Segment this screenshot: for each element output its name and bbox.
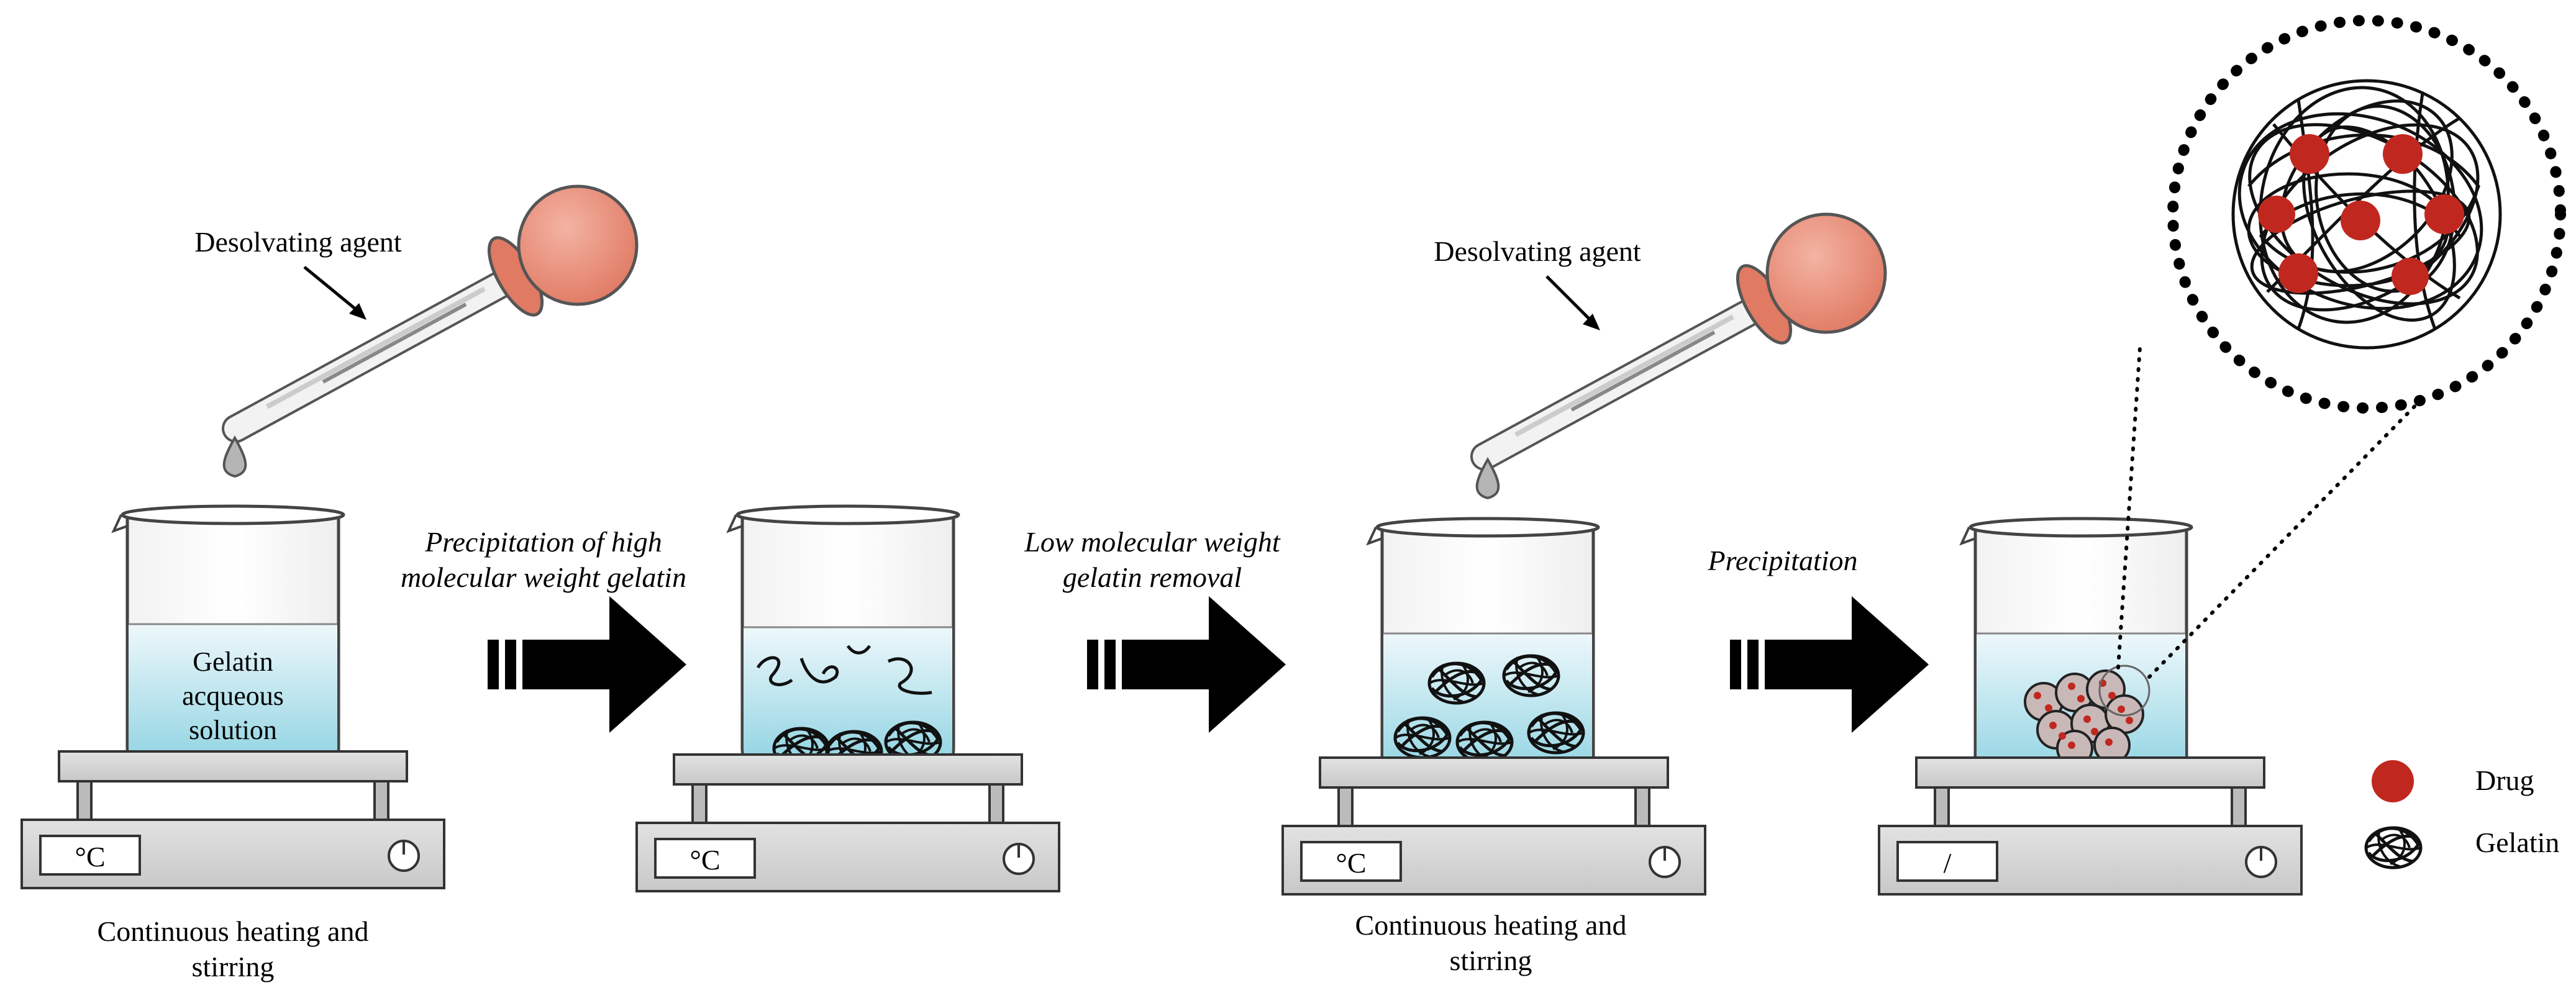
stage-3: Desolvating agent °C Continuous heating … [1281, 214, 1885, 976]
droplet-icon-1 [222, 437, 247, 478]
solution-liquid [129, 624, 337, 766]
zoom-line-left [2116, 346, 2142, 669]
hotplate-4: / [1878, 756, 2303, 896]
stage-1: Desolvating agent Gelatin acqueous solut… [20, 186, 637, 982]
hotplate-3: °C [1281, 756, 1706, 896]
gelatin-strand-1 [756, 656, 793, 686]
process-arrow-icon-3 [1730, 596, 1929, 733]
arrow-2: Low molecular weight gelatin removal [1024, 526, 1286, 733]
beaker-3 [1368, 519, 1598, 779]
arrow-3: Precipitation [1707, 545, 1929, 733]
pointer-arrow-head-2 [1583, 314, 1600, 330]
process-arrow-icon-1 [488, 596, 686, 733]
zoom-line-right [2147, 358, 2462, 679]
drug-dot-icon [2383, 134, 2423, 174]
arrow-1-label-line-1: Precipitation of high [424, 526, 662, 558]
gelatin-coil-icon [2366, 828, 2421, 868]
beaker-4 [1962, 519, 2191, 779]
heating-label-2-line-1: Continuous heating and [1355, 909, 1627, 941]
desolvating-agent-label-1: Desolvating agent [194, 226, 402, 258]
heating-label-1-line-2: stirring [192, 951, 275, 982]
heating-label-2-line-2: stirring [1450, 945, 1532, 976]
hotplate-display-2: °C [690, 844, 720, 876]
magnified-particle-outline [2098, 665, 2150, 717]
stage-4: / [1878, 15, 2566, 896]
gelatin-strand-4 [887, 657, 932, 695]
beaker-2 [729, 506, 958, 771]
dropper-icon-1 [236, 186, 637, 429]
hotplate-2: °C [635, 753, 1060, 892]
stage-2: °C [635, 506, 1060, 892]
process-arrow-icon-2 [1087, 596, 1286, 733]
drug-dot-icon [2392, 258, 2429, 295]
legend-label-drug: Drug [2475, 764, 2534, 796]
solution-label-line-1: Gelatin [193, 646, 273, 677]
pointer-arrow-line-1 [303, 266, 365, 317]
desolvating-agent-label-2: Desolvating agent [1434, 235, 1641, 267]
solution-label-line-3: solution [189, 715, 277, 745]
drug-dot-icon [2372, 760, 2414, 802]
drug-dot-icon [2424, 194, 2464, 234]
drug-dot-icon [2341, 201, 2380, 240]
drug-dot-icon [2258, 196, 2295, 233]
nanoparticle-cluster [2024, 665, 2150, 767]
hotplate-display-3: °C [1336, 847, 1366, 879]
gelatin-strand-2 [799, 658, 839, 684]
arrow-2-label-line-1: Low molecular weight [1024, 526, 1281, 558]
magnified-nanoparticle [2167, 15, 2566, 414]
hotplate-1: °C [20, 750, 445, 889]
drug-dot-icon [2278, 253, 2318, 293]
arrow-1-label-line-2: molecular weight gelatin [401, 561, 686, 593]
legend-label-gelatin: Gelatin [2475, 827, 2559, 858]
solution-label-line-2: acqueous [182, 681, 284, 711]
pointer-arrow-head-1 [349, 303, 366, 320]
arrow-2-label-line-2: gelatin removal [1063, 561, 1242, 593]
hotplate-display-1: °C [75, 841, 105, 873]
arrow-1: Precipitation of high molecular weight g… [401, 526, 686, 733]
beaker-1: Gelatin acqueous solution [114, 506, 344, 767]
arrow-3-label: Precipitation [1707, 545, 1857, 576]
legend: Drug Gelatin [2366, 760, 2559, 868]
drug-dot-icon [2290, 134, 2329, 174]
pointer-arrow-line-2 [1545, 275, 1598, 327]
heating-label-1-line-1: Continuous heating and [98, 915, 369, 947]
gelatin-strand-3 [846, 645, 872, 655]
hotplate-display-4: / [1944, 847, 1952, 879]
